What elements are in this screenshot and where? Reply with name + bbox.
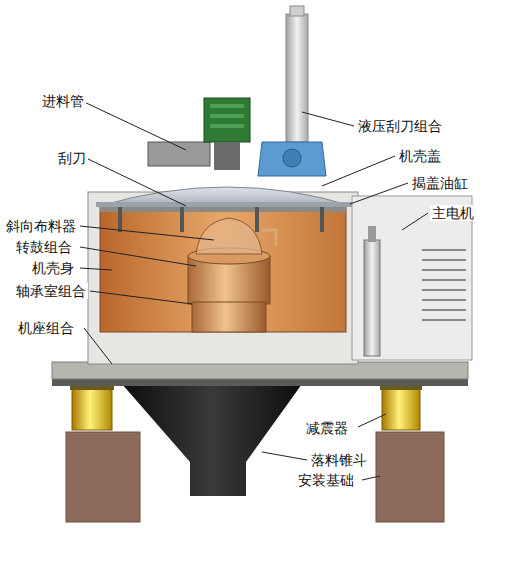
housing-body [100,206,346,332]
drum-assembly [196,218,262,254]
part-label: 机壳身 [30,260,76,276]
leader-line [262,452,307,460]
part-label: 刮刀 [56,150,88,166]
hydraulic-scraper [290,6,304,16]
feed-pipe [148,98,250,170]
leader-line [80,101,428,480]
leader-line [82,101,186,150]
part-label: 安装基础 [296,472,356,488]
foundation [66,432,140,522]
base-frame [52,362,468,379]
feed-pipe [204,98,250,142]
feed-pipe [210,114,244,118]
drum-assembly [188,218,276,332]
leader-line [80,247,196,266]
leader-line [350,183,408,204]
part-label: 液压刮刀组合 [356,118,444,134]
drum-assembly [192,302,266,332]
motor-cabinet [368,226,376,242]
leader-line [322,156,395,186]
housing-body [320,206,324,232]
housing-body [88,192,358,364]
leader-line [80,268,112,270]
discharge-hopper [122,384,302,496]
part-label: 减震器 [304,420,350,436]
foundation [376,432,444,522]
motor-cabinet [364,240,380,356]
leader-line [90,291,192,304]
leader-line [358,414,386,427]
hydraulic-scraper [258,6,326,176]
part-label: 转鼓组合 [14,239,74,255]
part-label: 斜向布料器 [4,218,78,234]
hydraulic-scraper [258,142,326,176]
hydraulic-scraper [286,14,308,142]
housing-body [88,192,358,364]
feed-pipe [210,124,244,128]
feed-pipe [210,104,244,108]
feed-pipe [148,142,210,166]
housing-body [255,206,259,232]
part-label: 揭盖油缸 [410,175,470,191]
part-label: 轴承室组合 [14,283,88,299]
housing-lid [96,187,358,207]
part-label: 机座组合 [16,320,76,336]
part-label: 进料管 [40,93,86,109]
shock-absorber [72,384,112,430]
part-label: 机壳盖 [397,148,443,164]
part-label: 主电机 [430,205,476,221]
motor-cabinet [422,250,466,320]
leader-line [362,476,380,480]
leader-line [402,213,428,230]
housing-lid [96,202,358,207]
part-label: 落料锥斗 [309,452,369,468]
hydraulic-scraper [283,149,301,167]
leader-line [86,158,186,206]
shock-absorber [70,384,422,430]
discharge-hopper [122,384,302,496]
leader-line [84,328,112,364]
leader-line [302,112,354,126]
feed-pipe [214,142,240,170]
housing-body [180,206,184,232]
drum-assembly [262,230,276,246]
leader-line [80,226,214,240]
housing-body [118,206,122,232]
shock-absorber [382,384,420,430]
